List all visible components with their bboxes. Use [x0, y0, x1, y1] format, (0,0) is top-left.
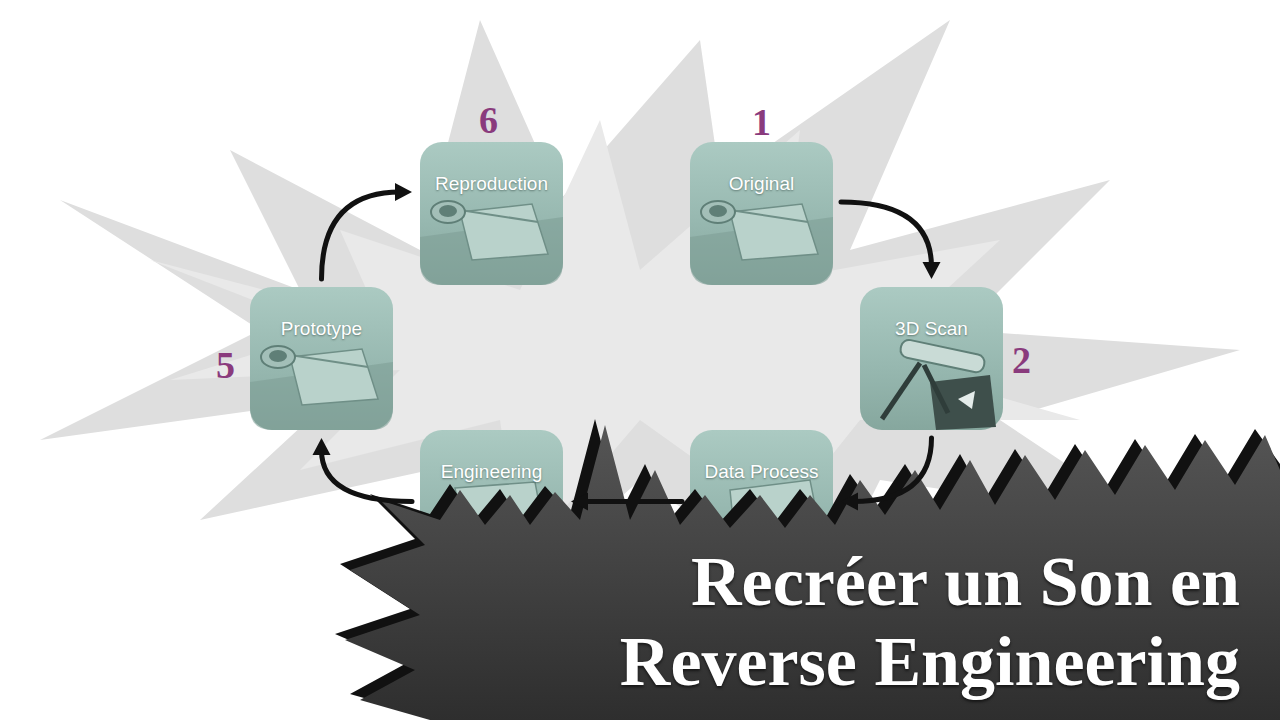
callout-number: 1 — [752, 102, 771, 142]
banner — [345, 425, 1280, 720]
cycle-arrow — [841, 438, 932, 511]
banner-shadow — [335, 419, 1280, 720]
callout-number: 5 — [216, 345, 235, 385]
step-label: Original — [690, 142, 833, 195]
scanner-photo — [882, 338, 996, 430]
callout-number: 6 — [479, 100, 498, 140]
part-photo — [250, 346, 393, 430]
banner-title: Recréer un Son en Reverse Engineering — [440, 542, 1240, 702]
step-label: Prototype — [250, 287, 393, 340]
step-label: Data Process — [690, 430, 833, 483]
callout-number: 2 — [1012, 340, 1031, 380]
cycle-arrow — [571, 493, 682, 511]
step-label: 3D Scan — [860, 287, 1003, 340]
cycle-arrow — [841, 202, 941, 279]
part-photo — [420, 201, 563, 285]
cycle-arrow — [313, 438, 413, 502]
step-label: Engineering — [420, 430, 563, 483]
step-label: Reproduction — [420, 142, 563, 195]
part-photo — [690, 201, 833, 285]
cycle-arrow — [322, 183, 413, 279]
